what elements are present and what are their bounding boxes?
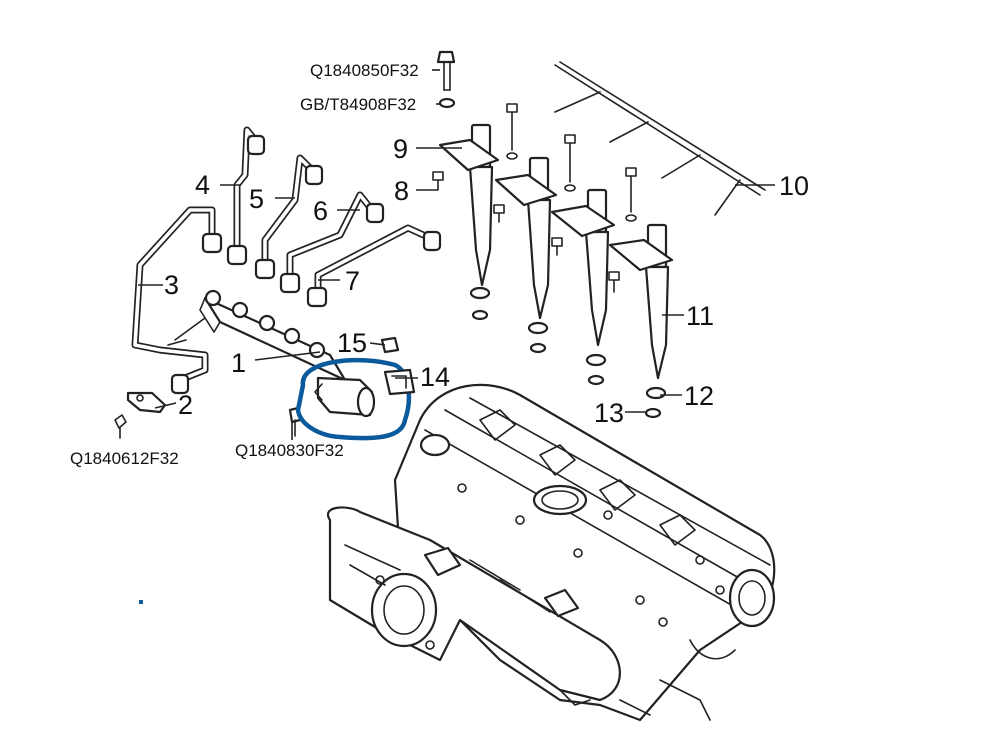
callout-15: 15: [337, 328, 367, 358]
leader-lines: [138, 69, 775, 440]
return-line: [554, 61, 766, 216]
callout-3: 3: [164, 270, 179, 300]
bracket-part: [114, 391, 167, 439]
part-number-rail-bolt: Q1840830F32: [235, 441, 344, 460]
callout-13: 13: [594, 398, 624, 428]
part-number-labels: Q1840850F32 GB/T84908F32 Q1840612F32 Q18…: [70, 61, 419, 468]
connector-part: [380, 336, 416, 396]
callout-labels: 1 2 3 4 5 6 7 8 9 10 11 12 13 14 15: [164, 134, 809, 428]
part-number-left-bolt: Q1840612F32: [70, 449, 179, 468]
callout-2: 2: [178, 390, 193, 420]
injectors: [432, 103, 674, 419]
callout-12: 12: [684, 381, 714, 411]
top-bolt-washer: [436, 50, 456, 109]
callout-9: 9: [393, 134, 408, 164]
callout-14: 14: [420, 362, 450, 392]
callout-6: 6: [313, 196, 328, 226]
callout-4: 4: [195, 170, 210, 200]
marker-dot: [139, 600, 143, 604]
part-number-top-washer: GB/T84908F32: [300, 95, 416, 114]
callout-7: 7: [345, 266, 360, 296]
callout-8: 8: [394, 176, 409, 206]
fuel-pipes: [131, 126, 442, 395]
pressure-valve: [288, 376, 376, 437]
highlight-outline: [295, 357, 412, 441]
callout-10: 10: [779, 171, 809, 201]
callout-11: 11: [686, 301, 714, 331]
part-number-top-bolt: Q1840850F32: [310, 61, 419, 80]
callout-5: 5: [249, 184, 264, 214]
callout-1: 1: [231, 348, 246, 378]
intake-manifold: [326, 506, 621, 706]
